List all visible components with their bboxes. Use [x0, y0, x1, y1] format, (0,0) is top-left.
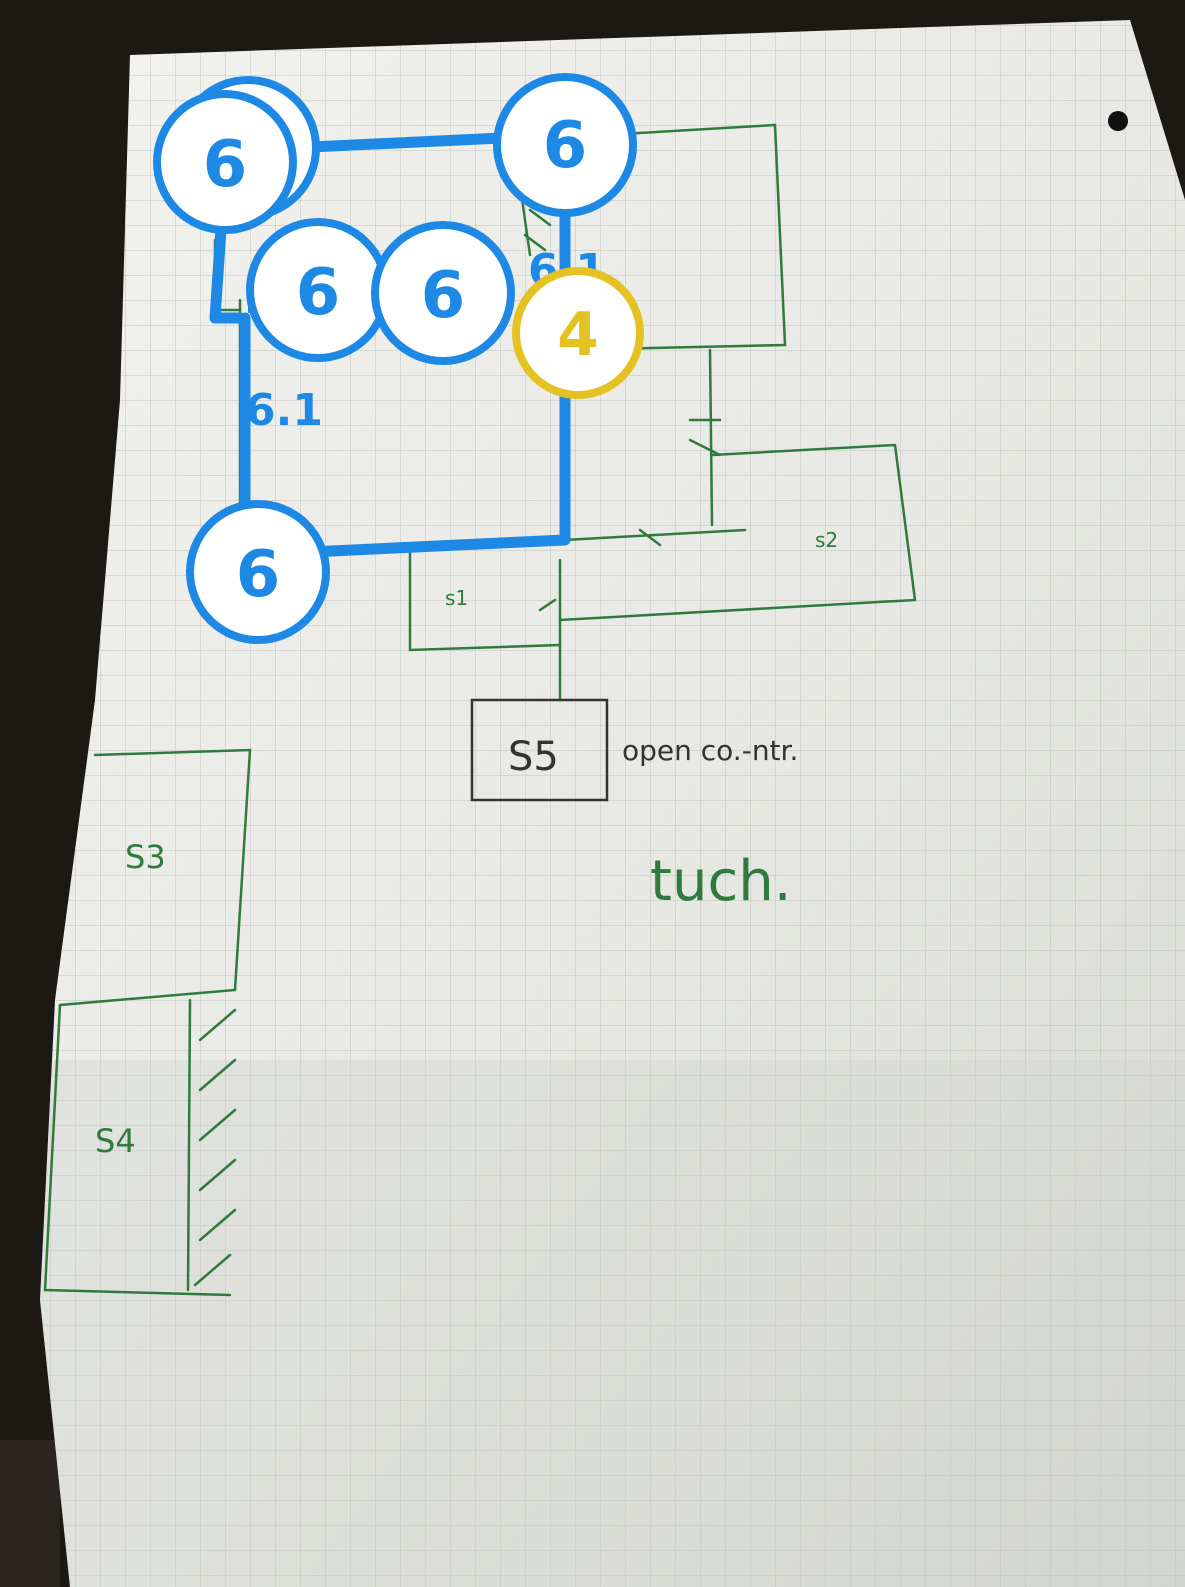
pin-4[interactable]: 6: [371, 221, 515, 365]
punch-hole: [1108, 111, 1128, 131]
room-s3-label: S3: [125, 838, 166, 876]
sketch-wall: [43, 1003, 232, 1297]
room-s4-label: S4: [95, 1122, 136, 1160]
polygon-edge[interactable]: [239, 312, 571, 561]
pin-number: 6: [236, 538, 281, 612]
kitchen-note: tuch.: [650, 849, 792, 914]
pin-7-highlight[interactable]: 4: [512, 267, 644, 399]
pin-number: 6: [296, 256, 341, 330]
sketch-door: [538, 598, 557, 612]
sketch-door: [688, 418, 722, 457]
pin-badge[interactable]: [153, 90, 297, 234]
pin-1[interactable]: 6: [153, 90, 297, 234]
sketch-wall: [58, 748, 252, 1007]
sketch-wall: [558, 443, 917, 622]
pin-number: 4: [557, 300, 599, 370]
sketch-wall: [563, 528, 747, 547]
pin-number: 6: [203, 128, 248, 202]
open-control-note: open co.-ntr.: [622, 734, 798, 767]
target-label-6-1: 6.1: [245, 385, 323, 436]
pin-5[interactable]: 6: [186, 500, 330, 644]
pin-3[interactable]: 6: [246, 218, 390, 362]
sketch-hatch: [193, 1008, 237, 1287]
sketch-wall: [518, 123, 787, 352]
floor-plan-sketch: [43, 123, 917, 1297]
pin-badge[interactable]: [493, 73, 637, 217]
sketch-wall: [708, 348, 714, 527]
room-s1-label: s1: [445, 586, 468, 610]
desk-corner: [0, 1440, 60, 1587]
sketch-wall: [186, 998, 192, 1292]
room-s5-label: S5: [508, 734, 559, 780]
pin-badge[interactable]: [186, 500, 330, 644]
pin-badge[interactable]: [371, 221, 515, 365]
room-s5-box: [470, 698, 609, 802]
room-s2-label: s2: [815, 528, 838, 552]
pin-2[interactable]: 6: [493, 73, 637, 217]
pin-number: 6: [543, 109, 588, 183]
pin-number: 6: [421, 259, 466, 333]
pin-badge[interactable]: [512, 267, 644, 399]
